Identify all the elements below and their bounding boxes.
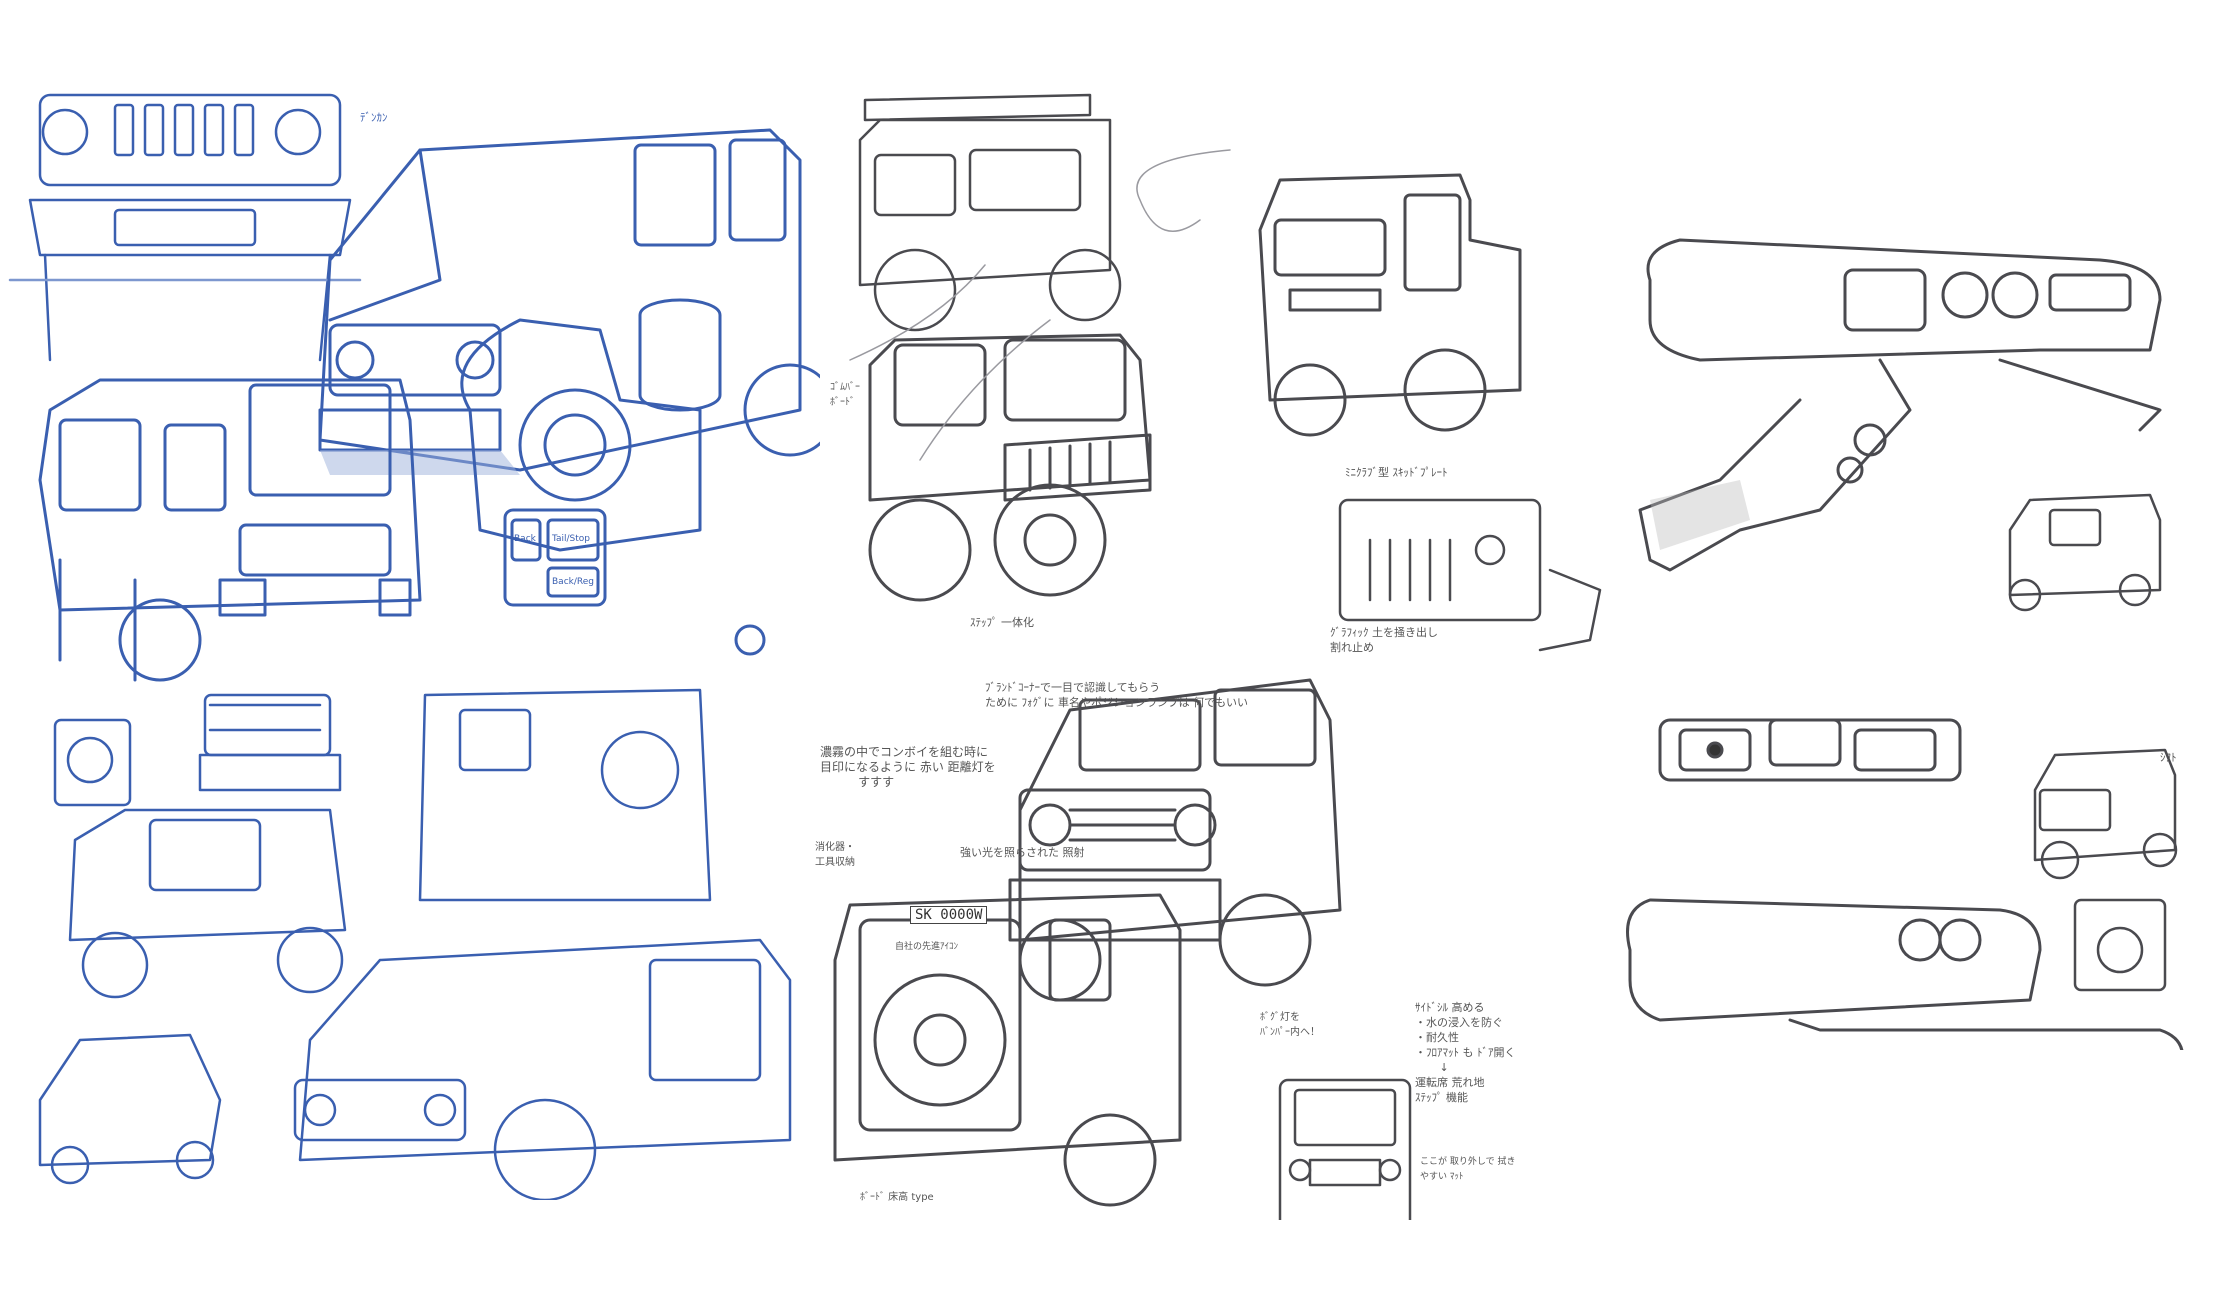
tail-lamp-label-tail-stop: Tail/Stop [552,534,591,544]
license-plate: SK 0000W [910,906,988,924]
tail-lamp-label-back-reg: Back/Reg [552,577,594,587]
interior-label: ｼﾌﾄ [2160,751,2177,764]
pencil-sketch-panel: ｺﾞﾑﾊﾞｰ ﾎﾞｰﾄﾞ ｽﾃｯﾌﾟ 一体化 ﾐﾆｸﾗﾌﾞ型 ｽｷｯﾄﾞﾌﾟﾚｰ… [815,80,1620,1220]
pencil-label-skid-plate: ﾐﾆｸﾗﾌﾞ型 ｽｷｯﾄﾞﾌﾟﾚｰﾄ [1345,466,1448,479]
interior-sketch-panel: ｼﾌﾄ [1620,150,2216,1050]
pencil-label-rubber-board: ｺﾞﾑﾊﾞｰ ﾎﾞｰﾄﾞ [830,382,860,408]
note-mid: 強い光を照らされた 照射 [960,846,1085,859]
note-bottom-left: ﾎﾞｰﾄﾞ 床高 type [860,1192,934,1203]
blue-front-label: ﾃﾞﾝｶﾝ [360,111,388,124]
tail-lamp-label-back: Back [514,534,536,544]
note-top: ﾌﾞﾗﾝﾄﾞｺｰﾅｰで一目で認識してもらう ために ﾌｫｸﾞに 車名やポジション… [985,681,1248,709]
note-right-bottom: ここが 取り外しで 拭き やすい ﾏｯﾄ [1420,1157,1516,1182]
note-bumper: ﾎﾞｸﾞ灯を ﾊﾞﾝﾊﾟｰ内へ！ [1260,1012,1320,1038]
blue-sketch-panel: ﾃﾞﾝｶﾝ Back Tail/Stop Back/Reg [0,80,820,1200]
note-side: 消化器・ 工具収納 [815,842,855,868]
pencil-label-step: ｽﾃｯﾌﾟ 一体化 [970,616,1034,629]
note-left: 濃霧の中でコンボイを組む時に 目印になるように 赤い 距離灯を すすす [820,745,996,789]
note-right: ｻｲﾄﾞｼﾙ 高める ・水の浸入を防ぐ ・耐久性 ・ﾌﾛｱﾏｯﾄ も ﾄﾞｱ開く… [1415,1001,1516,1104]
note-rear-badge: 自社の先進ｱｲｺﾝ [895,942,959,952]
pencil-label-graphic: ｸﾞﾗﾌｨｯｸ 土を掻き出し 割れ止め [1330,626,1438,654]
